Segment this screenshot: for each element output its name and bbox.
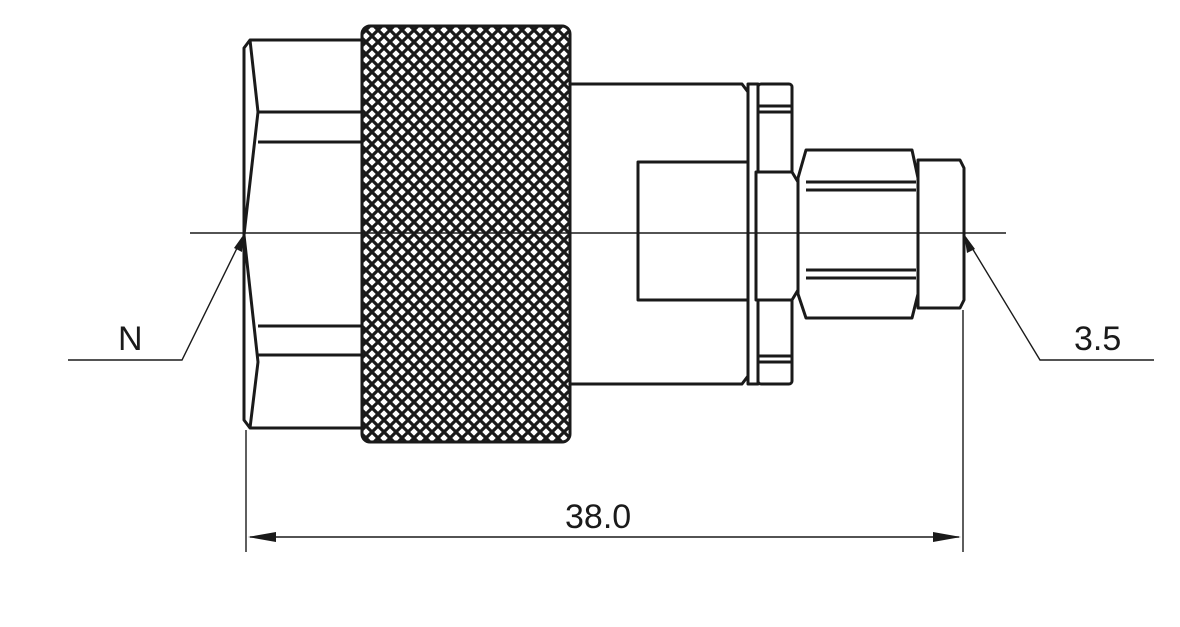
hex-nut-3-5 — [796, 148, 920, 320]
dimension-label: 38.0 — [565, 498, 631, 536]
knurled-sleeve — [360, 24, 572, 444]
flange-rings — [746, 82, 800, 386]
label-n: N — [118, 320, 143, 358]
leader-n — [68, 234, 244, 361]
adapter-body — [568, 82, 752, 386]
dimension-overall-length — [245, 310, 964, 552]
connector-tip-3-5 — [916, 158, 966, 310]
n-hex-nut — [242, 38, 364, 430]
leader-3-5 — [964, 234, 1154, 361]
label-3-5: 3.5 — [1074, 320, 1121, 358]
